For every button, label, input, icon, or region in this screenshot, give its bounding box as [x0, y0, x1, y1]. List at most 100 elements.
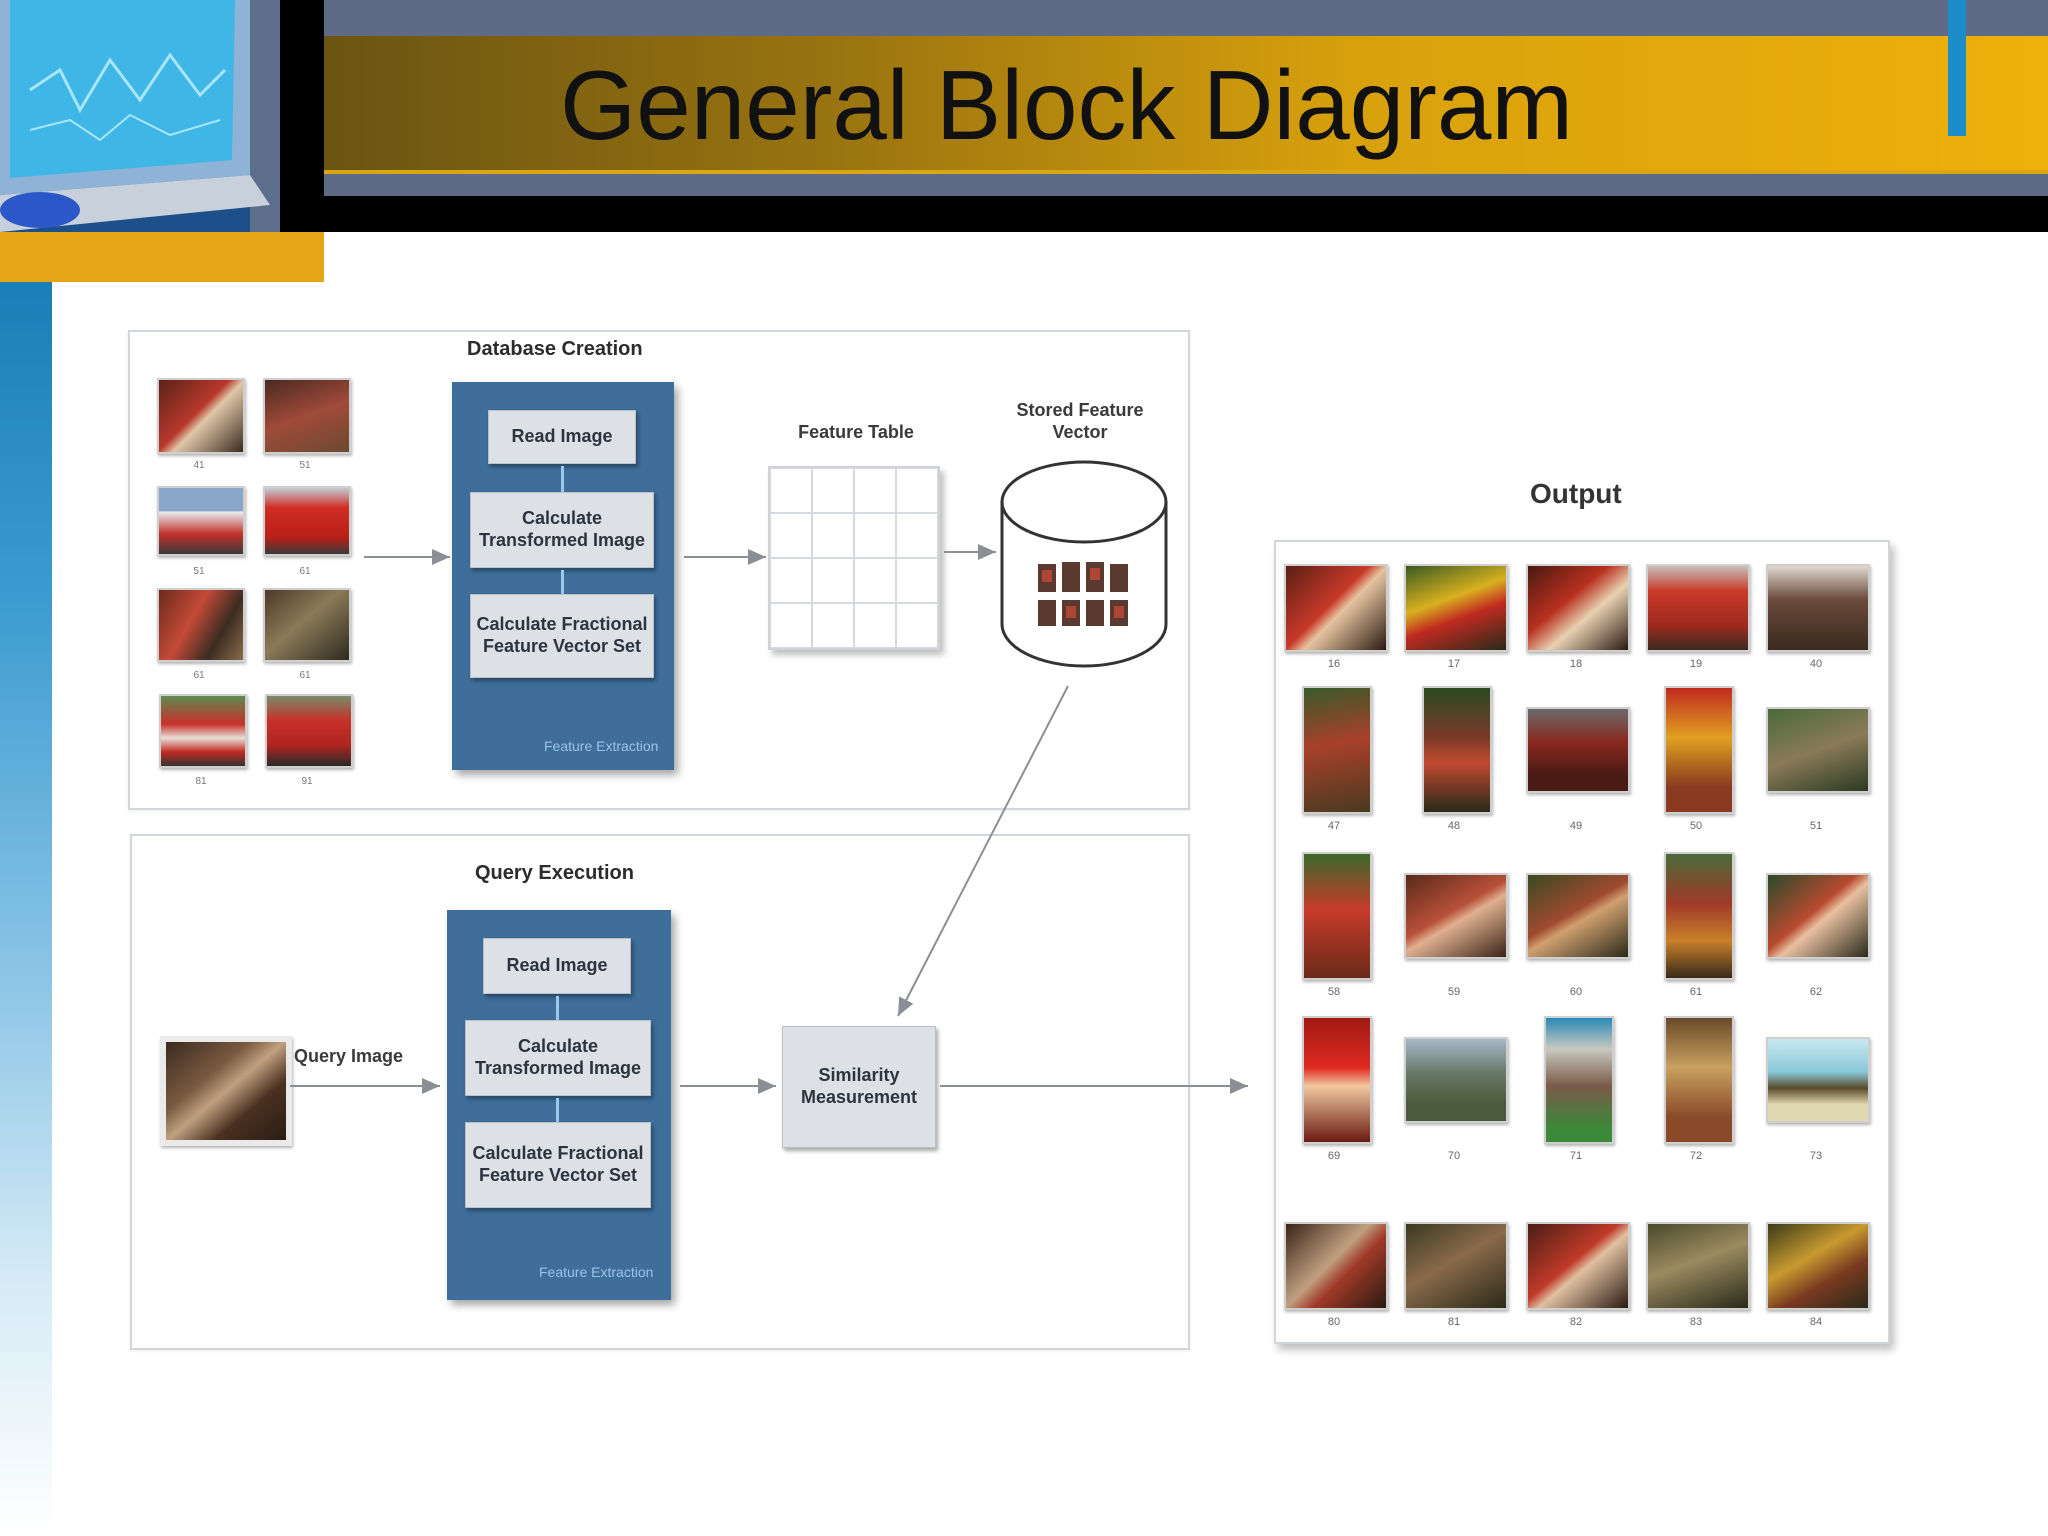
thumbnail-number: 81	[195, 776, 207, 787]
feature-extraction-caption: Feature Extraction	[539, 1264, 654, 1280]
read-image-step: Read Image	[483, 938, 631, 994]
thumbnail-number: 41	[193, 460, 205, 471]
header-black-divider	[280, 0, 324, 232]
output-thumbnail	[1404, 564, 1508, 652]
database-thumbnail	[157, 588, 245, 662]
page-title: General Block Diagram	[560, 50, 1574, 160]
output-thumbnail-number: 59	[1447, 986, 1461, 998]
header-gold-line	[320, 170, 2048, 174]
query-image	[160, 1036, 292, 1146]
database-thumbnail	[265, 694, 353, 768]
output-thumbnail-number: 62	[1809, 986, 1823, 998]
output-thumbnail	[1284, 564, 1388, 652]
output-thumbnail-number: 71	[1569, 1150, 1583, 1162]
output-thumbnail-number: 84	[1809, 1316, 1823, 1328]
computer-monitor-icon	[0, 0, 280, 232]
header-bottom-stripe	[320, 174, 2048, 196]
calculate-transformed-image-step: Calculate Transformed Image	[470, 492, 654, 568]
left-gradient-bar	[0, 282, 52, 1536]
output-thumbnail-number: 80	[1327, 1316, 1341, 1328]
output-thumbnail	[1302, 852, 1372, 980]
output-thumbnail	[1404, 1222, 1508, 1310]
query-image-label: Query Image	[294, 1046, 404, 1066]
query-execution-title: Query Execution	[475, 862, 634, 884]
output-thumbnail-number: 72	[1689, 1150, 1703, 1162]
output-thumbnail	[1766, 1037, 1870, 1123]
thumbnail-number: 61	[299, 566, 311, 577]
output-thumbnail	[1544, 1016, 1614, 1144]
stored-feature-vector-label: Stored Feature Vector	[1016, 400, 1144, 442]
thumbnail-number: 91	[301, 776, 313, 787]
output-thumbnail	[1284, 1222, 1388, 1310]
output-thumbnail-number: 81	[1447, 1316, 1461, 1328]
database-thumbnail	[263, 588, 351, 662]
output-thumbnail	[1526, 707, 1630, 793]
feature-table	[768, 466, 940, 650]
output-thumbnail	[1404, 873, 1508, 959]
read-image-step: Read Image	[488, 410, 636, 464]
output-thumbnail	[1664, 1016, 1734, 1144]
output-thumbnail-number: 16	[1327, 658, 1341, 670]
output-thumbnail	[1526, 873, 1630, 959]
thumbnail-number: 61	[299, 670, 311, 681]
calculate-transformed-image-step: Calculate Transformed Image	[465, 1020, 651, 1096]
database-thumbnail	[263, 486, 351, 556]
feature-extraction-box-database: Read Image Calculate Transformed Image C…	[452, 382, 674, 770]
output-thumbnail-number: 40	[1809, 658, 1823, 670]
output-thumbnail-number: 58	[1327, 986, 1341, 998]
output-thumbnail-number: 19	[1689, 658, 1703, 670]
thumbnail-number: 61	[193, 670, 205, 681]
output-thumbnail	[1664, 686, 1734, 814]
step-connector	[556, 1098, 559, 1122]
output-thumbnail-number: 61	[1689, 986, 1703, 998]
header-black-band	[280, 196, 2048, 232]
output-thumbnail-number: 49	[1569, 820, 1583, 832]
output-thumbnail	[1646, 564, 1750, 652]
output-thumbnail	[1664, 852, 1734, 980]
output-thumbnail-number: 48	[1447, 820, 1461, 832]
output-thumbnail-number: 82	[1569, 1316, 1583, 1328]
database-thumbnail	[263, 378, 351, 454]
database-creation-title: Database Creation	[467, 338, 643, 360]
output-thumbnail-number: 60	[1569, 986, 1583, 998]
output-thumbnail	[1302, 686, 1372, 814]
output-thumbnail	[1526, 564, 1630, 652]
database-thumbnail	[157, 486, 245, 556]
output-thumbnail	[1766, 1222, 1870, 1310]
output-thumbnail	[1302, 1016, 1372, 1144]
output-thumbnail	[1766, 564, 1870, 652]
output-thumbnail-number: 69	[1327, 1150, 1341, 1162]
step-connector	[556, 996, 559, 1020]
calculate-fractional-feature-vector-step: Calculate Fractional Feature Vector Set	[470, 594, 654, 678]
feature-extraction-box-query: Read Image Calculate Transformed Image C…	[447, 910, 671, 1300]
database-image-grid: 41 51 51 61 61 61 81 91	[155, 376, 365, 796]
feature-table-label: Feature Table	[798, 422, 914, 442]
database-thumbnail	[157, 378, 245, 454]
output-thumbnail	[1766, 707, 1870, 793]
output-thumbnail	[1646, 1222, 1750, 1310]
database-thumbnail	[159, 694, 247, 768]
output-thumbnail-number: 18	[1569, 658, 1583, 670]
calculate-fractional-feature-vector-step: Calculate Fractional Feature Vector Set	[465, 1122, 651, 1208]
database-cylinder-icon	[1000, 460, 1168, 668]
output-thumbnail-number: 83	[1689, 1316, 1703, 1328]
step-connector	[561, 466, 564, 492]
output-thumbnail-number: 51	[1809, 820, 1823, 832]
output-title: Output	[1530, 478, 1622, 509]
output-thumbnail-number: 47	[1327, 820, 1341, 832]
header-top-stripe	[320, 0, 2048, 36]
accent-orange-block	[0, 232, 324, 282]
output-thumbnail	[1404, 1037, 1508, 1123]
thumbnail-number: 51	[299, 460, 311, 471]
output-image-grid: 16 17 18 19 40 47 48 49 50 51 58 59 60 61 62 69 70 71 72 73…	[1276, 542, 1886, 1338]
output-thumbnail	[1766, 873, 1870, 959]
feature-extraction-caption: Feature Extraction	[544, 738, 659, 754]
title-band	[320, 36, 2048, 170]
accent-blue-tab	[1948, 0, 1966, 136]
output-thumbnail-number: 73	[1809, 1150, 1823, 1162]
output-thumbnail-number: 50	[1689, 820, 1703, 832]
output-thumbnail	[1526, 1222, 1630, 1310]
output-thumbnail	[1422, 686, 1492, 814]
output-thumbnail-number: 70	[1447, 1150, 1461, 1162]
output-thumbnail-number: 17	[1447, 658, 1461, 670]
